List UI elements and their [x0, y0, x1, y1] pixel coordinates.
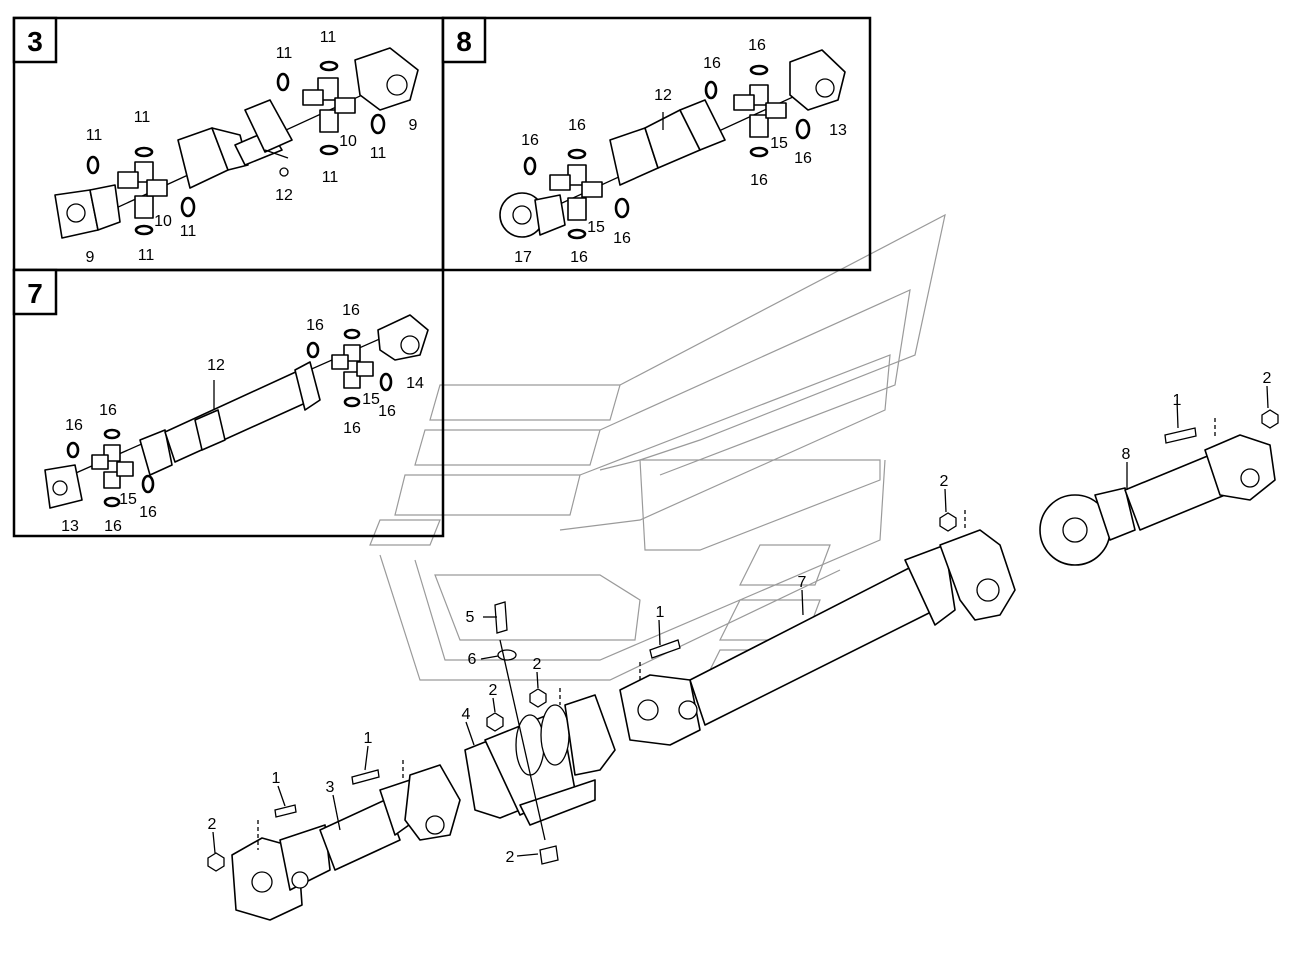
part-label: 11	[180, 223, 197, 240]
spider-cross	[276, 60, 386, 177]
part-label: 1	[272, 770, 281, 787]
part-label: 10	[154, 213, 172, 230]
part-label: 7	[798, 574, 807, 591]
part-label: 2	[489, 682, 498, 699]
part-label: 2	[506, 849, 515, 866]
mid-propeller-shaft	[619, 529, 1016, 746]
rear-propeller-shaft	[1039, 434, 1276, 566]
part-label: 16	[750, 172, 768, 189]
part-label: 6	[468, 651, 477, 668]
spider-cross	[306, 328, 393, 408]
part-label: 16	[65, 417, 83, 434]
part-label: 15	[770, 135, 788, 152]
spider-cross	[704, 64, 811, 158]
box-number: 7	[27, 278, 43, 309]
part-label: 16	[306, 317, 324, 334]
part-label: 5	[466, 609, 475, 626]
part-label: 11	[138, 247, 155, 264]
part-label: 1	[656, 604, 665, 621]
part-label: 15	[587, 219, 605, 236]
part-label: 13	[61, 518, 79, 535]
front-propeller-shaft	[231, 764, 461, 921]
box-number: 8	[456, 26, 472, 57]
box-8: 8	[441, 16, 872, 272]
part-label: 16	[343, 420, 361, 437]
part-label: 17	[514, 249, 532, 266]
part-label: 2	[940, 473, 949, 490]
spider-cross	[66, 428, 155, 508]
part-label: 16	[342, 302, 360, 319]
part-label: 2	[208, 816, 217, 833]
part-label: 14	[406, 375, 424, 392]
part-label: 16	[521, 132, 539, 149]
drive-shaft-medium	[499, 49, 846, 238]
part-label: 16	[99, 402, 117, 419]
part-label: 16	[104, 518, 122, 535]
part-label: 1	[364, 730, 373, 747]
part-label: 1	[1173, 392, 1182, 409]
part-labels: 16 16 16 16 16 16 16 16 15 15 13 17 12	[514, 37, 847, 266]
part-label: 11	[370, 145, 387, 162]
part-label: 16	[613, 230, 631, 247]
part-label: 13	[829, 122, 847, 139]
main-driveline-assembly: 1 1 1 1 2 2 2 2 2 2 3 4 5 6 7 8	[207, 370, 1279, 921]
part-label: 12	[275, 187, 293, 204]
leader-lines	[212, 385, 1269, 857]
part-label: 2	[533, 656, 542, 673]
part-label: 11	[134, 109, 151, 126]
center-bearing	[464, 694, 616, 826]
part-label: 8	[1122, 446, 1131, 463]
part-label: 11	[322, 169, 339, 186]
part-label: 3	[326, 779, 335, 796]
part-label: 9	[86, 249, 95, 266]
part-label: 16	[139, 504, 157, 521]
part-label: 16	[703, 55, 721, 72]
box-3: 3	[12, 16, 445, 272]
part-label: 11	[276, 45, 293, 62]
part-label: 15	[362, 391, 380, 408]
part-labels: 11 11 11 11 11 11 11 11 10 10 9 9 12	[86, 29, 418, 266]
part-label: 12	[654, 87, 672, 104]
drive-shaft-short	[54, 47, 419, 239]
part-label: 4	[462, 706, 471, 723]
part-labels: 1 1 1 1 2 2 2 2 2 2 3 4 5 6 7 8	[208, 370, 1272, 866]
part-label: 15	[119, 491, 137, 508]
part-labels: 16 16 16 16 16 16 16 16 15 15 14 13 12	[61, 302, 424, 535]
part-label: 16	[378, 403, 396, 420]
box-7: 7	[12, 268, 445, 538]
part-label: 16	[794, 150, 812, 167]
spider-cross	[523, 148, 630, 240]
part-label: 16	[748, 37, 766, 54]
part-label: 9	[409, 117, 418, 134]
part-label: 12	[207, 357, 225, 374]
spider-cross	[86, 146, 196, 236]
part-label: 16	[568, 117, 586, 134]
drive-shaft-long	[44, 314, 429, 509]
part-label: 2	[1263, 370, 1272, 387]
part-label: 16	[570, 249, 588, 266]
box-number: 3	[27, 26, 43, 57]
part-label: 11	[86, 127, 103, 144]
part-label: 11	[320, 29, 337, 46]
fasteners	[207, 409, 1279, 872]
part-label: 10	[339, 133, 357, 150]
